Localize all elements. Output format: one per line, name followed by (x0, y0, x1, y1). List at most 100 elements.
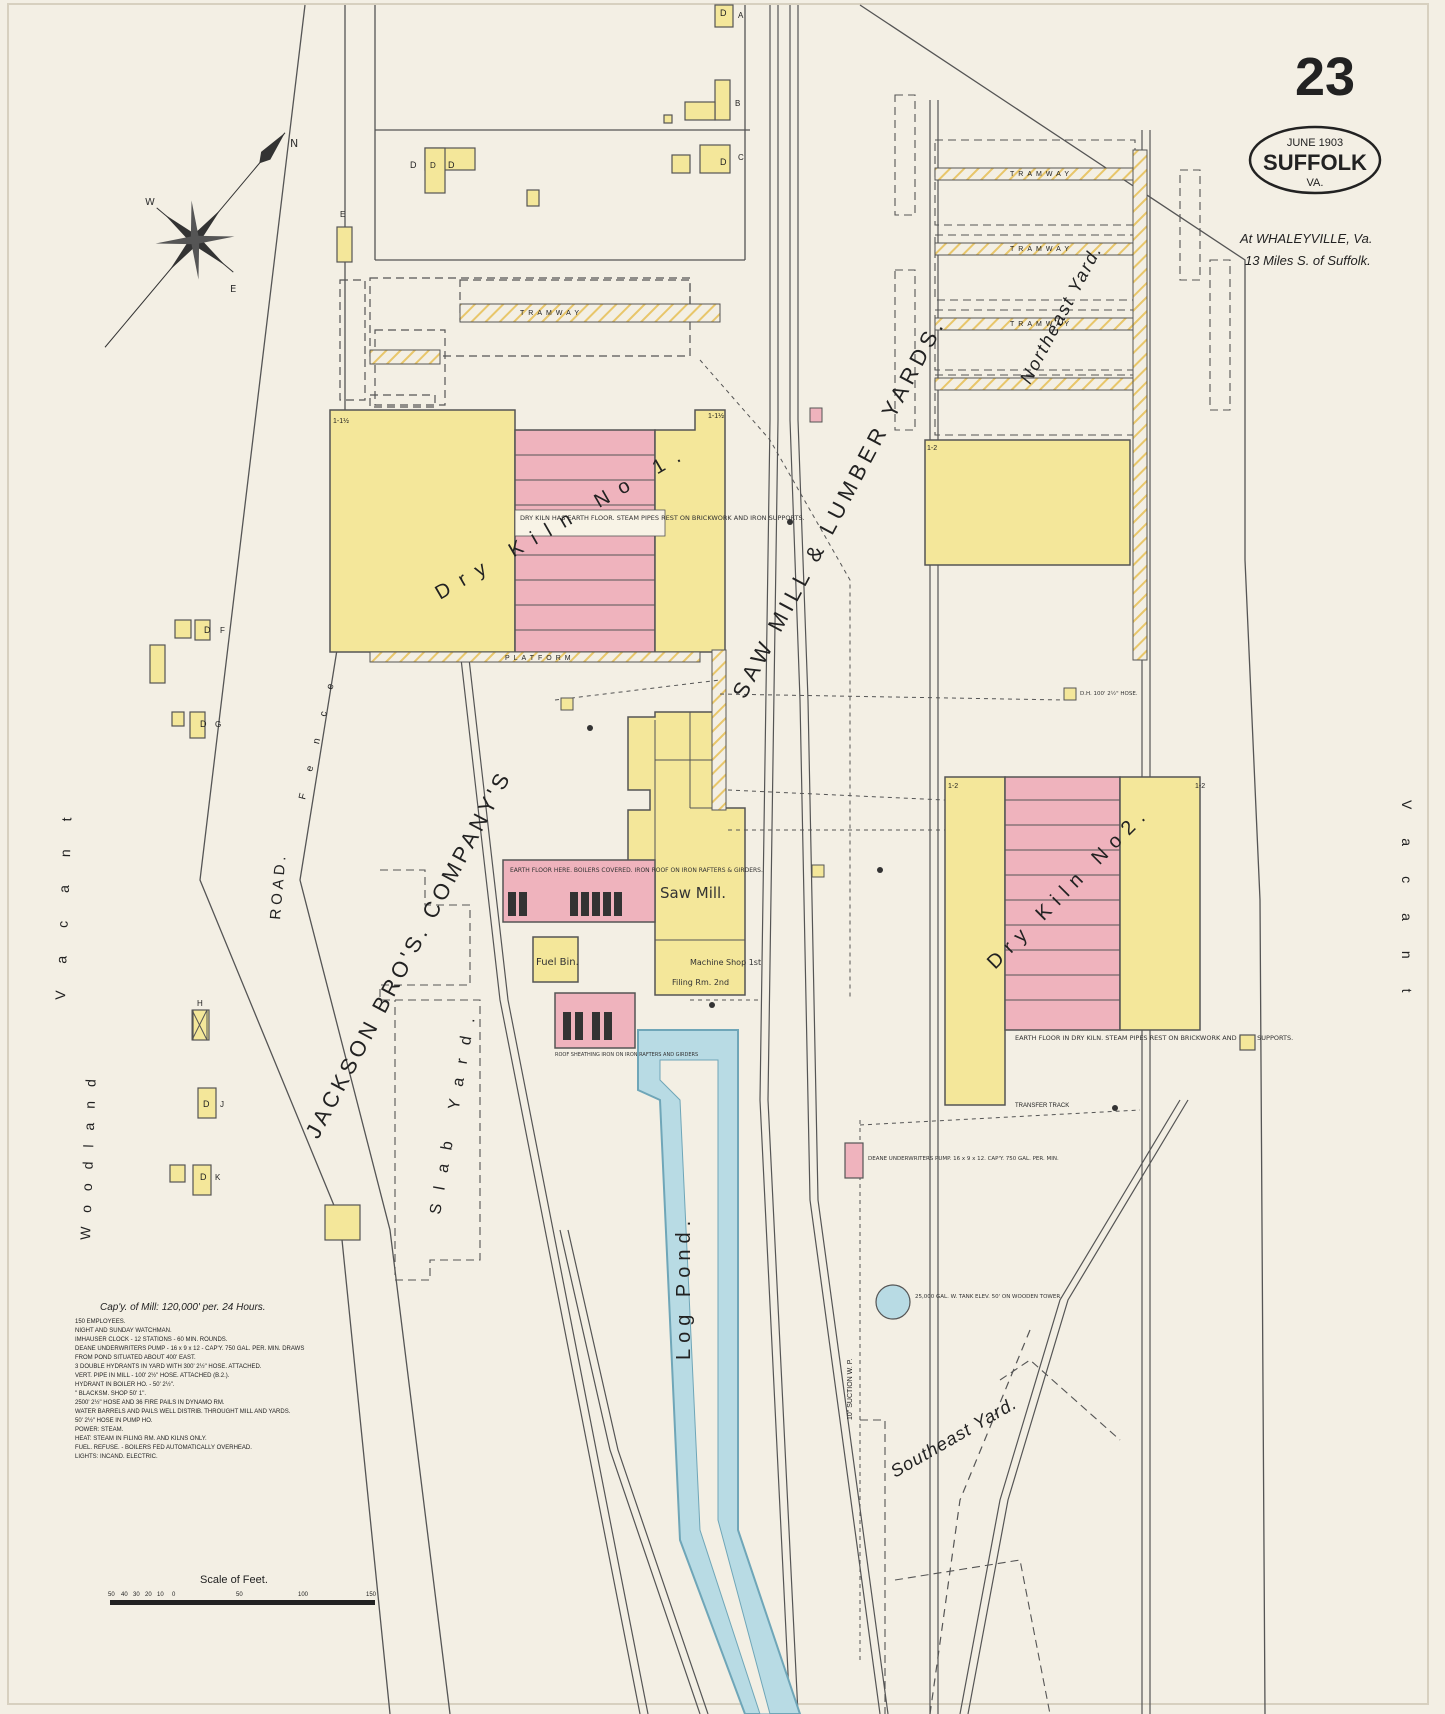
platform-label: PLATFORM (505, 655, 575, 662)
note-14: HEAT: STEAM IN FILING RM. AND KILNS ONLY… (75, 1436, 207, 1442)
southeast-yard-label: Southeast Yard. (887, 1393, 1020, 1482)
ne-tramway-hatches (934, 149, 1148, 661)
dry-kiln-2-west-wing (944, 776, 1006, 1106)
tramway-hatch-nw2 (369, 349, 441, 365)
vacant-left-label: Vacant (52, 789, 75, 1000)
dwelling-label-7: D (200, 1172, 207, 1182)
scale-title: Scale of Feet. (200, 1574, 268, 1586)
hose-houses (560, 687, 1077, 878)
sheet-number: 23 (1295, 47, 1355, 107)
dynamo-roof-note: ROOF SHEATHING IRON ON IRON RAFTERS AND … (555, 1052, 698, 1058)
dwelling-label-5: D (200, 719, 207, 729)
height-kiln1-east: 1-1½ (708, 412, 724, 420)
height-kiln2-east: 1-2 (1195, 783, 1205, 790)
compass-rose (104, 132, 286, 348)
sheet-border (7, 3, 1429, 1705)
note-1: 150 EMPLOYEES. (75, 1319, 126, 1325)
dry-kiln-1-brick (514, 429, 656, 653)
pump-house (844, 1142, 864, 1179)
slab-yard-label: Slab Yard. (427, 1003, 481, 1216)
note-capacity: Cap'y. of Mill: 120,000' per. 24 Hours. (100, 1302, 266, 1313)
west-dwellings (149, 619, 1256, 1241)
filing-room-label: Filing Rm. 2nd (672, 978, 729, 987)
scale-tick-6: 0 (172, 1592, 176, 1598)
kiln-1-note-box (514, 509, 666, 537)
h-building (191, 1009, 208, 1041)
northeast-yard-label: Northeast Yard. (1016, 241, 1106, 387)
saw-mill-yards-label: SAW MILL & LUMBER YARDS. (727, 313, 950, 703)
note-11: WATER BARRELS AND PAILS WELL DISTRIB. TH… (75, 1409, 291, 1415)
boilers (508, 892, 622, 916)
fuel-bin (532, 936, 579, 983)
dynamo-machines (563, 1012, 612, 1040)
note-2: NIGHT AND SUNDAY WATCHMAN. (75, 1328, 172, 1334)
sheet-city: SUFFOLK (1263, 150, 1367, 175)
dwelling-label-3: D (720, 8, 727, 18)
water-tank (875, 1284, 911, 1320)
dwelling-label-6: D (203, 1099, 210, 1109)
saw-mill-building (627, 711, 746, 996)
letter-k: K (215, 1173, 221, 1182)
pump-note: DEANE UNDERWRITERS PUMP. 16 x 9 x 12. CA… (868, 1156, 1059, 1162)
scale-tick-7: 50 (236, 1592, 243, 1598)
letter-b: B (735, 99, 740, 108)
boiler-note: EARTH FLOOR HERE. BOILERS COVERED. IRON … (510, 867, 763, 874)
note-3: IMHAUSER CLOCK - 12 STATIONS - 60 MIN. R… (75, 1337, 228, 1343)
note-15: FUEL. REFUSE. - BOILERS FED AUTOMATICALL… (75, 1445, 252, 1451)
railroad-tracks (459, 5, 1189, 1714)
letter-c: C (738, 153, 744, 162)
note-12: 50' 2½" HOSE IN PUMP HO. (75, 1417, 153, 1424)
letter-e: E (340, 210, 345, 219)
dry-kiln-2-brick (1004, 776, 1121, 1031)
note-6: 3 DOUBLE HYDRANTS IN YARD WITH 300' 2½" … (75, 1363, 262, 1370)
height-ne-shed: 1-2 (927, 445, 937, 452)
hydrants (587, 519, 1118, 1111)
dwelling-label-2: D (720, 157, 727, 167)
dwelling-label-8: D (410, 160, 417, 170)
scale-tick-1: 50 (108, 1592, 115, 1598)
tramway-label-nw: TRAMWAY (520, 310, 583, 317)
dry-kiln-1-chambers (515, 454, 655, 631)
scale-tick-8: 100 (298, 1592, 309, 1598)
suction-label: 10" SUCTION W. P. (847, 1358, 854, 1420)
scale-tick-3: 30 (133, 1592, 140, 1598)
dry-kiln-1-east-wing (654, 409, 726, 653)
company-label: JACKSON BRO'S. COMPANY'S (300, 766, 516, 1143)
dry-kiln-2-east-wing (1119, 776, 1201, 1031)
compass-north: N (290, 137, 298, 150)
letter-d: D (430, 161, 436, 170)
conveyor-strip (711, 649, 727, 811)
note-8: HYDRANT IN BOILER HO. - 50' 2½". (75, 1381, 175, 1388)
height-kiln2-west: 1-2 (948, 783, 958, 790)
note-9: " BLACKSM. SHOP 50' 1". (75, 1391, 146, 1397)
letter-j: J (220, 1100, 224, 1109)
log-pond-label: Log Pond. (673, 1215, 695, 1360)
scale-ticks: 50 40 30 20 10 0 50 100 150 (108, 1592, 377, 1598)
dry-kiln-1-west-wing (329, 409, 516, 653)
log-pond (637, 1029, 802, 1714)
ne-yard-shed (924, 439, 1131, 566)
note-4: DEANE UNDERWRITERS PUMP - 16 x 9 x 12 - … (75, 1346, 304, 1352)
title-ellipse (1248, 125, 1382, 195)
fence-label: F e n c e (297, 673, 339, 801)
road-lines (199, 4, 1266, 1714)
tramway-hatch-nw (459, 303, 721, 323)
tramway-label-ne2: TRAMWAY (1010, 246, 1073, 253)
road-label: ROAD. (267, 852, 290, 921)
letter-a: A (738, 11, 744, 20)
note-16: LIGHTS: INCAND. ELECTRIC. (75, 1454, 158, 1460)
note-7: VERT. PIPE IN MILL - 100' 2½" HOSE. ATTA… (75, 1372, 230, 1379)
note-10: 2500' 2½" HOSE AND 36 FIRE PAILS IN DYNA… (75, 1399, 225, 1406)
slab-yard-outline (379, 869, 481, 1281)
nw-tramways (339, 277, 691, 408)
sheet-state: VA. (1307, 177, 1324, 189)
compass-west: W (145, 197, 155, 208)
scale-bar (110, 1600, 375, 1605)
location-line-2: 13 Miles S. of Suffolk. (1245, 253, 1371, 268)
tramway-label-ne1: TRAMWAY (1010, 171, 1073, 178)
note-5: FROM POND SITUATED ABOUT 400' EAST. (75, 1355, 196, 1361)
height-kiln1-west: 1-1½ (333, 417, 349, 425)
boiler-house (502, 859, 656, 923)
location-line-1: At WHALEYVILLE, Va. (1239, 231, 1372, 246)
